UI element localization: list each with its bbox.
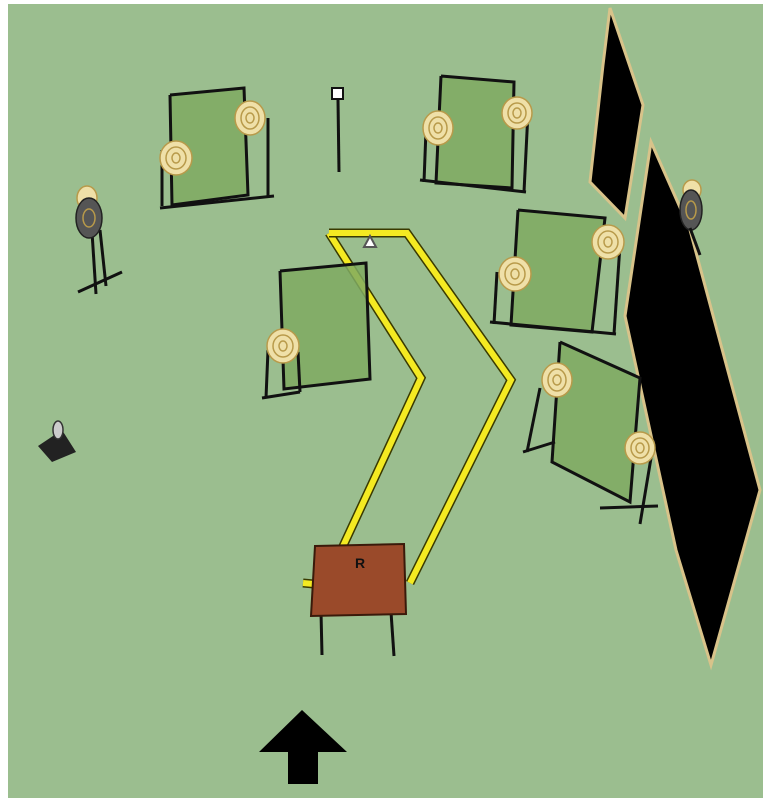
paper-target — [234, 100, 266, 136]
start-marker — [362, 233, 378, 248]
paper-target — [591, 224, 625, 260]
paper-target — [159, 140, 193, 176]
stand-back-left — [159, 86, 275, 210]
marker-post — [331, 87, 344, 173]
table-label: R — [355, 555, 365, 571]
stand-middle — [261, 261, 372, 400]
start-table: R — [309, 542, 408, 657]
stand-back-center — [419, 74, 533, 194]
paper-target — [501, 96, 533, 130]
paper-target — [422, 110, 454, 146]
paper-target — [624, 431, 656, 465]
barrier-wall-back — [588, 7, 645, 222]
paper-target — [266, 328, 300, 364]
steel-popper-right — [679, 179, 703, 256]
stand-right-upper — [489, 208, 625, 336]
up-arrow-icon — [259, 710, 347, 784]
activator-lever — [38, 420, 76, 462]
steel-popper-left — [75, 185, 123, 295]
stand-right-lower — [522, 340, 659, 525]
paper-target — [541, 362, 573, 398]
paper-target — [498, 256, 532, 292]
